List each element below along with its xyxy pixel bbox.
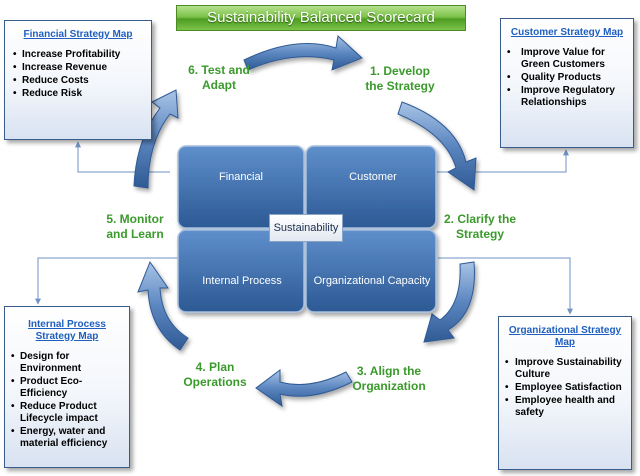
- connector-organizational: [438, 257, 573, 315]
- internal-process-strategy-map: Internal Process Strategy Map Design for…: [4, 306, 130, 468]
- organizational-map-list: Improve Sustainability Culture Employee …: [505, 357, 625, 419]
- list-item: Employee Satisfaction: [505, 382, 625, 394]
- scorecard-grid: [177, 145, 437, 313]
- connector-financial: [75, 141, 170, 173]
- customer-strategy-map: Customer Strategy Map Improve Value for …: [500, 18, 634, 148]
- quadrant-label-financial: Financial: [218, 171, 264, 183]
- quadrant-label-organizational-capacity: Organizational Capacity: [313, 275, 431, 287]
- list-item: Reduce Costs: [13, 75, 143, 87]
- arrow-clarify-to-align: [423, 261, 475, 343]
- organizational-map-title: Organizational Strategy Map: [508, 325, 622, 348]
- internal-map-list: Design for Environment Product Eco-Effic…: [11, 351, 123, 450]
- list-item: Reduce Risk: [13, 88, 143, 100]
- organizational-strategy-map: Organizational Strategy Map Improve Sust…: [498, 316, 632, 470]
- list-item: Employee health and safety: [505, 395, 625, 419]
- arrow-align-to-plan: [255, 369, 353, 408]
- financial-strategy-map: Financial Strategy Map Increase Profitab…: [4, 20, 152, 140]
- step-test-adapt: 6. Test and Adapt: [188, 63, 250, 92]
- quadrant-financial: [177, 145, 305, 229]
- arrow-develop-to-clarify: [397, 101, 477, 191]
- list-item: Energy, water and material efficiency: [11, 426, 123, 450]
- list-item: Reduce Product Lifecycle impact: [11, 401, 123, 425]
- list-item: Design for Environment: [11, 351, 123, 375]
- arrow-monitor-to-test: [133, 89, 179, 189]
- quadrant-label-internal-process: Internal Process: [202, 275, 282, 287]
- arrow-plan-to-monitor: [137, 260, 189, 351]
- list-item: Quality Products: [507, 72, 627, 84]
- step-develop-strategy: 1. Develop the Strategy: [365, 64, 435, 93]
- step-monitor-learn: 5. Monitor and Learn: [106, 212, 164, 241]
- internal-map-title: Internal Process Strategy Map: [28, 319, 106, 342]
- scorecard-title: Sustainability Balanced Scorecard: [176, 5, 466, 31]
- list-item: Increase Revenue: [13, 62, 143, 74]
- quadrant-customer: [305, 145, 437, 229]
- list-item: Improve Sustainability Culture: [505, 357, 625, 381]
- customer-map-list: Improve Value for Green Customers Qualit…: [507, 47, 627, 109]
- connector-customer: [434, 149, 569, 173]
- list-item: Improve Regulatory Relationships: [507, 85, 627, 109]
- connector-lines: [35, 141, 573, 315]
- list-item: Improve Value for Green Customers: [507, 47, 627, 71]
- sustainability-center: Sustainability: [269, 214, 343, 242]
- step-align-organization: 3. Align the Organization: [352, 364, 426, 393]
- connector-internal: [35, 257, 180, 305]
- list-item: Product Eco-Efficiency: [11, 376, 123, 400]
- financial-map-title: Financial Strategy Map: [23, 29, 133, 40]
- quadrant-organizational: [305, 229, 437, 313]
- arrow-test-to-develop: [243, 35, 363, 71]
- step-clarify-strategy: 2. Clarify the Strategy: [443, 212, 517, 241]
- cycle-arrows: [133, 35, 477, 408]
- list-item: Increase Profitability: [13, 49, 143, 61]
- step-plan-operations: 4. Plan Operations: [183, 360, 247, 389]
- financial-map-list: Increase Profitability Increase Revenue …: [13, 49, 143, 100]
- customer-map-title: Customer Strategy Map: [510, 27, 624, 38]
- quadrant-label-customer: Customer: [349, 171, 397, 183]
- quadrant-internal: [177, 229, 305, 313]
